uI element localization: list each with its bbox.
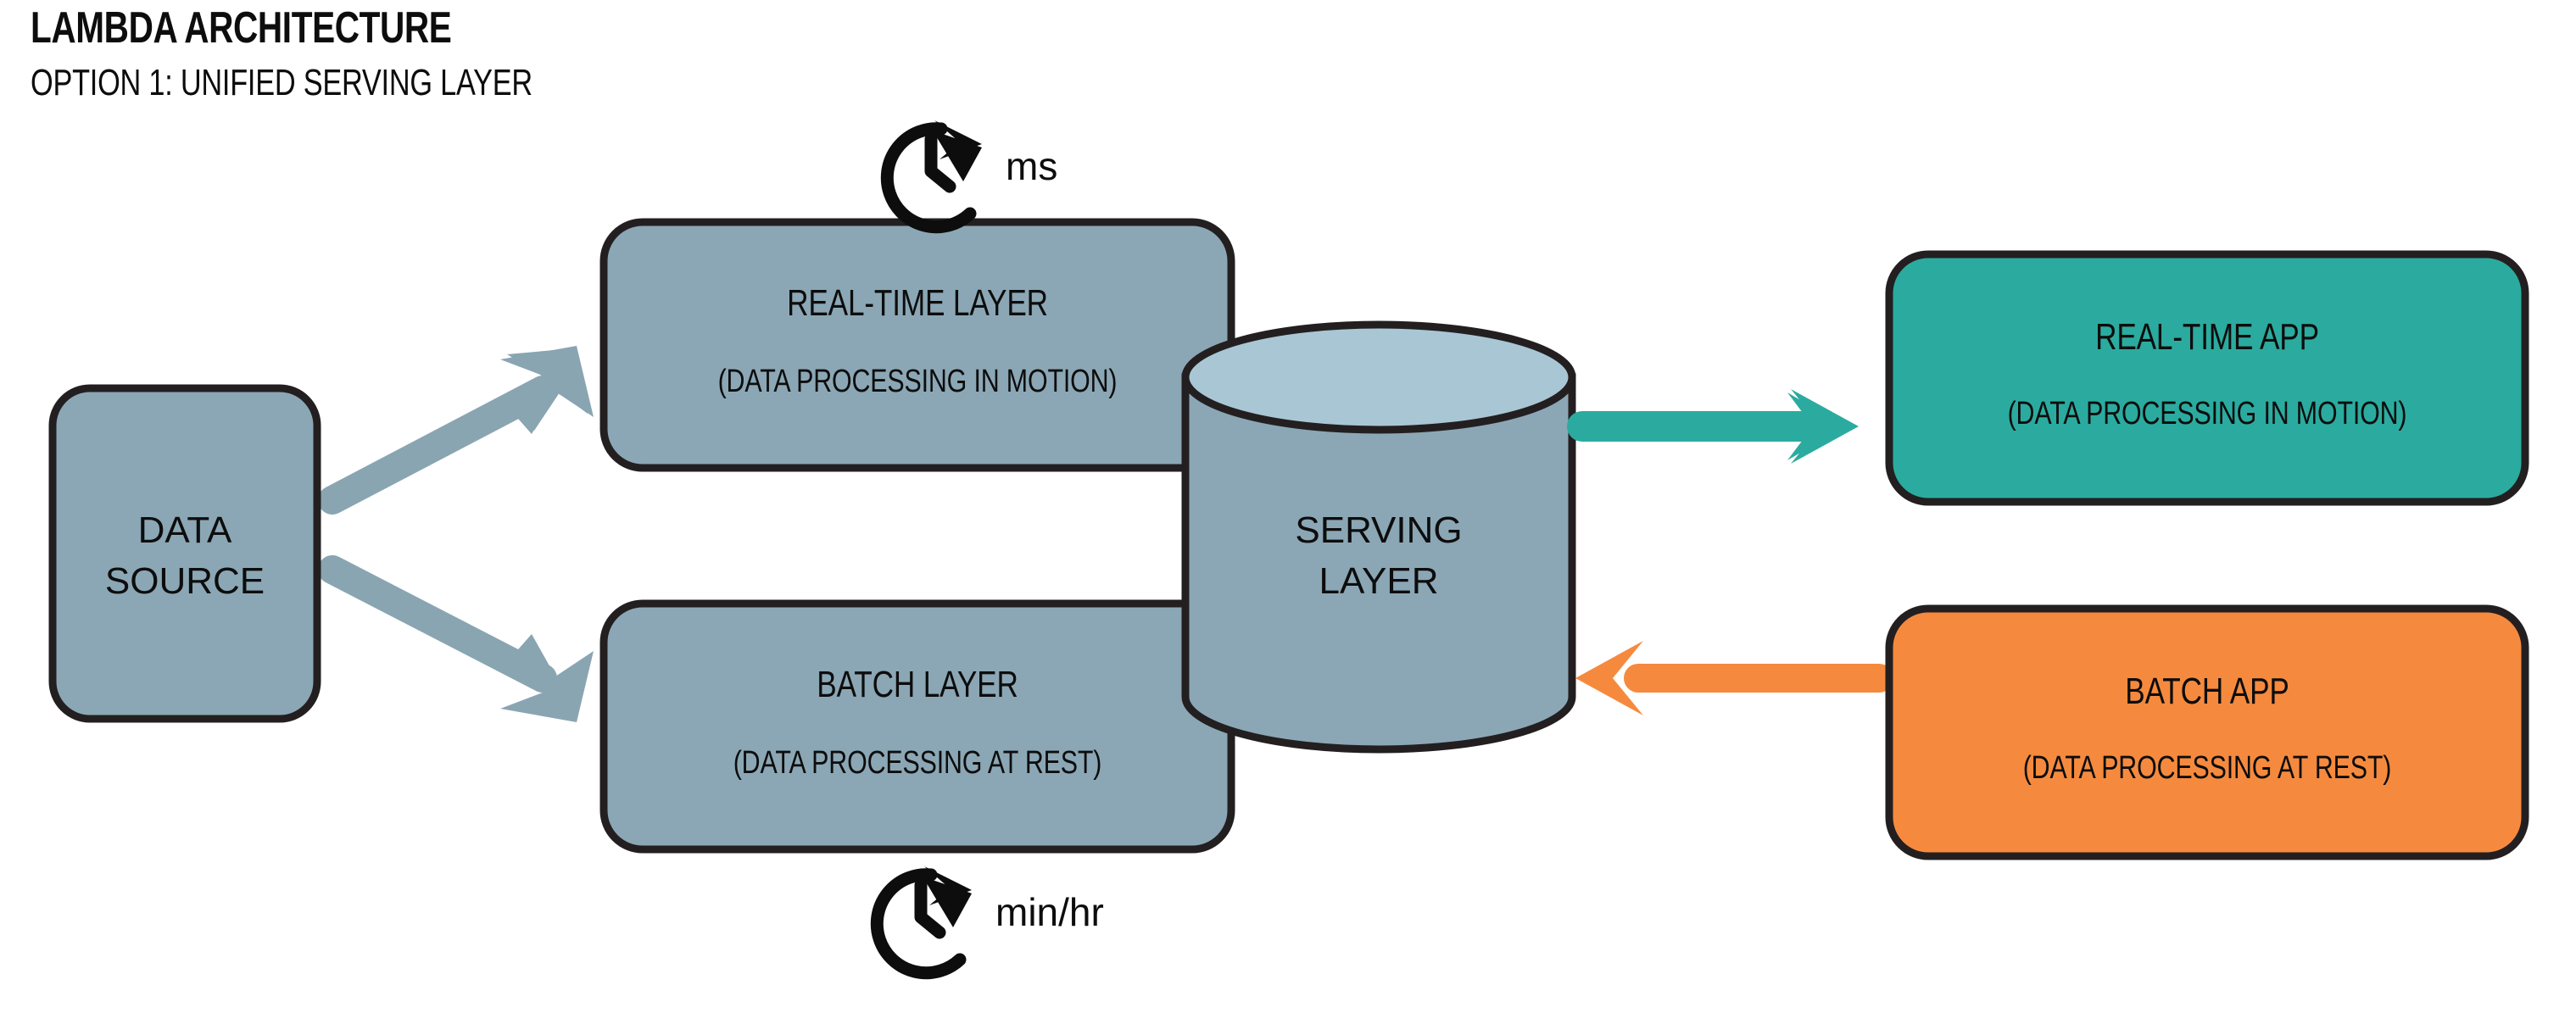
clock-arrow-icon [870, 866, 972, 980]
data-source-label-line2: SOURCE [105, 560, 265, 602]
arrow-batch-app-to-serving [1575, 641, 1893, 715]
realtime-app-subtitle: (DATA PROCESSING IN MOTION) [2008, 396, 2407, 431]
serving-layer-label-line1: SERVING [1295, 509, 1462, 551]
data-source-label-line1: DATA [138, 509, 232, 551]
realtime-layer-subtitle: (DATA PROCESSING IN MOTION) [718, 364, 1118, 399]
batch-app-title: BATCH APP [2125, 671, 2289, 712]
serving-layer-label-line2: LAYER [1319, 560, 1438, 602]
batch-latency-label: min/hr [995, 890, 1104, 934]
node-batch-layer[interactable]: BATCH LAYER (DATA PROCESSING AT REST) [599, 599, 1235, 854]
realtime-app-shape [1885, 250, 2529, 506]
page-title: LAMBDA ARCHITECTURE [31, 3, 451, 52]
node-realtime-layer[interactable]: REAL-TIME LAYER (DATA PROCESSING IN MOTI… [599, 218, 1235, 472]
batch-app-shape [1885, 604, 2529, 860]
arrow-source-to-batch [318, 555, 594, 722]
realtime-layer-shape [599, 218, 1235, 472]
realtime-app-title: REAL-TIME APP [2095, 316, 2319, 358]
node-realtime-app[interactable]: REAL-TIME APP (DATA PROCESSING IN MOTION… [1885, 250, 2529, 506]
page-subtitle: OPTION 1: UNIFIED SERVING LAYER [31, 62, 532, 103]
serving-layer-cylinder-top [1181, 320, 1576, 434]
annotation-realtime-latency: ms [880, 120, 1057, 234]
node-data-source[interactable]: DATA SOURCE [48, 384, 321, 723]
realtime-latency-label: ms [1006, 144, 1057, 188]
batch-layer-title: BATCH LAYER [817, 664, 1018, 705]
arrow-serving-to-realtime-app [1567, 389, 1859, 464]
node-batch-app[interactable]: BATCH APP (DATA PROCESSING AT REST) [1885, 604, 2529, 860]
serving-layer-cylinder-body [1181, 373, 1576, 754]
arrow-source-to-realtime [318, 346, 594, 515]
batch-layer-subtitle: (DATA PROCESSING AT REST) [733, 745, 1102, 781]
data-source-shape [48, 384, 321, 723]
node-serving-layer[interactable]: SERVING LAYER [1181, 320, 1576, 754]
annotation-batch-latency: min/hr [870, 866, 1104, 980]
batch-app-subtitle: (DATA PROCESSING AT REST) [2023, 750, 2392, 786]
realtime-layer-title: REAL-TIME LAYER [787, 282, 1048, 324]
clock-arrow-icon [880, 120, 982, 234]
batch-layer-shape [599, 599, 1235, 854]
